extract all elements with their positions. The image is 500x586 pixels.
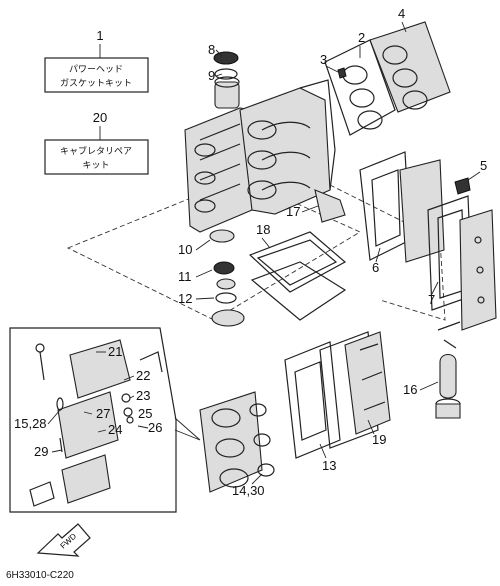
crankcase-group-outline bbox=[66, 177, 361, 321]
thermostat-cover bbox=[314, 189, 346, 223]
oring-14 bbox=[249, 403, 267, 417]
exhaust-covers bbox=[359, 151, 497, 331]
kit-1-number: 1 bbox=[96, 28, 103, 43]
callout-27: 27 bbox=[96, 406, 110, 421]
exhaust-group-outline bbox=[329, 184, 446, 321]
callout-15-28: 15,28 bbox=[14, 416, 47, 431]
callout-8: 8 bbox=[208, 42, 215, 57]
callout-11: 11 bbox=[178, 269, 192, 284]
callout-17: 17 bbox=[286, 204, 300, 219]
carb-bowl bbox=[57, 391, 119, 459]
callout-25: 25 bbox=[138, 406, 152, 421]
head-cover-4 bbox=[369, 21, 451, 113]
callout-6: 6 bbox=[372, 260, 379, 275]
callout-21: 21 bbox=[108, 344, 122, 359]
kit-20-line2: キット bbox=[82, 161, 109, 171]
part-5 bbox=[454, 177, 471, 195]
callout-7: 7 bbox=[428, 292, 435, 307]
callout-14-30: 14,30 bbox=[232, 483, 265, 498]
kit-1-box bbox=[44, 57, 149, 93]
callout-3: 3 bbox=[320, 52, 327, 67]
cylinder-block bbox=[184, 76, 346, 233]
callout-9: 9 bbox=[208, 68, 215, 83]
callout-23: 23 bbox=[136, 388, 150, 403]
carb-body bbox=[69, 339, 131, 399]
callout-4: 4 bbox=[398, 6, 405, 21]
callout-24: 24 bbox=[108, 422, 122, 437]
seal-8 bbox=[213, 51, 239, 65]
callout-5: 5 bbox=[480, 158, 487, 173]
water-tube-parts bbox=[435, 321, 461, 419]
carburetor-inset bbox=[9, 327, 201, 513]
gasket-2 bbox=[324, 39, 396, 136]
callout-26: 26 bbox=[148, 420, 162, 435]
bearing-10 bbox=[209, 229, 235, 243]
seal-11 bbox=[213, 261, 235, 275]
fwd-arrow: FWD bbox=[36, 523, 91, 557]
part-callouts: 8 9 2 4 3 5 6 7 17 18 10 11 12 16 19 13 … bbox=[14, 6, 487, 498]
callout-19: 19 bbox=[372, 432, 386, 447]
oring-12 bbox=[215, 292, 237, 304]
seal-housing bbox=[211, 309, 245, 327]
callout-12: 12 bbox=[178, 291, 192, 306]
kit-20-callout: 20 キャブレタリペア キット bbox=[44, 110, 149, 175]
callout-18: 18 bbox=[256, 222, 270, 237]
kit-20-line1: キャブレタリペア bbox=[60, 145, 132, 157]
intake-assembly bbox=[199, 331, 391, 493]
callout-2: 2 bbox=[358, 30, 365, 45]
kit-1-callout: 1 パワーヘッド ガスケットキット bbox=[44, 28, 149, 93]
reed-valve-19 bbox=[344, 331, 391, 435]
callout-16: 16 bbox=[403, 382, 417, 397]
head-gaskets bbox=[324, 21, 451, 136]
drawing-code: 6H33010-C220 bbox=[6, 570, 74, 581]
gasket-18 bbox=[248, 231, 347, 321]
callout-22: 22 bbox=[136, 368, 150, 383]
crank-seals bbox=[209, 51, 245, 327]
kit-20-number: 20 bbox=[93, 110, 107, 125]
kit-1-line2: ガスケットキット bbox=[60, 78, 132, 89]
kit-20-box bbox=[44, 139, 149, 175]
intake-silencer bbox=[199, 391, 263, 493]
callout-10: 10 bbox=[178, 242, 192, 257]
kit-1-line1: パワーヘッド bbox=[69, 64, 123, 75]
oring-9 bbox=[214, 68, 238, 80]
callout-13: 13 bbox=[322, 458, 336, 473]
gasket-13 bbox=[284, 341, 341, 459]
callout-29: 29 bbox=[34, 444, 48, 459]
